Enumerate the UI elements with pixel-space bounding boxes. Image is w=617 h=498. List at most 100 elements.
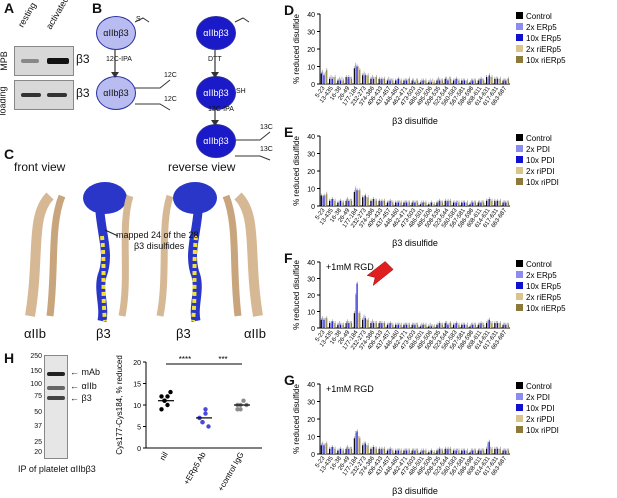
bar: [374, 200, 376, 206]
bar: [324, 197, 326, 206]
bar: [423, 82, 426, 84]
band-b3-bottom-label: β3: [76, 86, 90, 100]
bar: [483, 450, 485, 454]
h-data-point: [235, 407, 240, 412]
y-tick-label: 30: [307, 400, 315, 407]
bar: [374, 448, 376, 454]
bar: [419, 452, 422, 454]
bar: [400, 450, 402, 454]
bar: [446, 202, 448, 206]
bar: [367, 75, 369, 84]
bar: [477, 324, 479, 328]
bar: [362, 319, 364, 328]
bar: [353, 68, 355, 84]
bar: [494, 78, 496, 84]
bar: [355, 433, 357, 454]
bar: [469, 82, 471, 84]
bar: [350, 200, 353, 206]
bar: [359, 70, 361, 84]
bar: [481, 450, 483, 454]
bar: [382, 80, 384, 84]
bar: [433, 82, 435, 84]
bar: [322, 197, 324, 206]
mw-37: 37: [34, 423, 42, 430]
bar: [488, 75, 490, 84]
bar: [463, 450, 466, 454]
bar: [396, 202, 398, 206]
bar: [505, 202, 507, 206]
h-x-tick-label: +ERp5 Ab: [182, 450, 208, 486]
bar: [491, 200, 493, 206]
bar: [450, 78, 452, 84]
bar: [339, 200, 342, 206]
bar: [491, 77, 493, 84]
bar: [324, 445, 326, 454]
bar: [399, 202, 401, 206]
bar: [390, 202, 393, 206]
legend-label: 10x riPDI: [526, 426, 559, 435]
bar: [422, 324, 424, 328]
bar: [362, 445, 364, 454]
bar: [494, 448, 496, 454]
bar: [502, 324, 504, 328]
bar: [349, 323, 351, 328]
bar: [389, 323, 391, 328]
bar: [439, 80, 441, 84]
bar: [382, 202, 384, 206]
bar: [490, 78, 492, 84]
bar: [333, 78, 335, 84]
bar: [441, 324, 443, 328]
bar: [390, 324, 393, 328]
bar: [422, 80, 424, 84]
bar: [364, 195, 366, 206]
bar: [483, 202, 485, 206]
bar: [439, 323, 441, 328]
bar: [412, 202, 415, 206]
subunit-b3-left: β3: [96, 326, 111, 341]
bar: [397, 202, 399, 206]
mapped-line1: mapped 24 of the 28: [116, 230, 199, 240]
bar: [432, 326, 434, 328]
bar: [470, 324, 472, 328]
bar: [436, 450, 438, 454]
bar: [436, 324, 438, 328]
bar: [404, 450, 406, 454]
bar: [421, 450, 423, 454]
bar: [452, 202, 455, 206]
bar: [379, 80, 382, 84]
bar: [341, 450, 343, 454]
bar: [357, 192, 360, 206]
subunit-aiib-left: αIIb: [24, 326, 46, 341]
bar: [357, 68, 360, 84]
bar: [379, 323, 382, 328]
bar: [411, 202, 413, 206]
bar: [473, 324, 475, 328]
bar: [452, 450, 455, 454]
structure-illustration: [25, 182, 263, 322]
h-data-point: [165, 394, 170, 399]
bar: [446, 323, 448, 328]
bar: [326, 318, 328, 328]
bar: [320, 73, 322, 84]
bar: [375, 448, 377, 454]
bar: [428, 452, 430, 454]
bar: [323, 195, 325, 206]
bar: [494, 323, 496, 328]
bar: [366, 199, 368, 206]
legend-swatch: [516, 45, 523, 52]
bar: [419, 82, 422, 84]
y-axis-label: % reduced disulfide: [292, 14, 301, 84]
bar: [348, 77, 350, 84]
y-tick-label: 10: [307, 310, 315, 317]
bar: [447, 324, 449, 328]
bar: [419, 204, 422, 206]
bar: [345, 200, 347, 206]
bar: [430, 450, 432, 454]
y-tick-label: 30: [307, 30, 315, 37]
bar: [498, 202, 500, 206]
bar: [359, 313, 361, 328]
bar: [338, 202, 340, 206]
bar: [503, 324, 505, 328]
bar: [389, 80, 391, 84]
bar: [487, 200, 489, 206]
